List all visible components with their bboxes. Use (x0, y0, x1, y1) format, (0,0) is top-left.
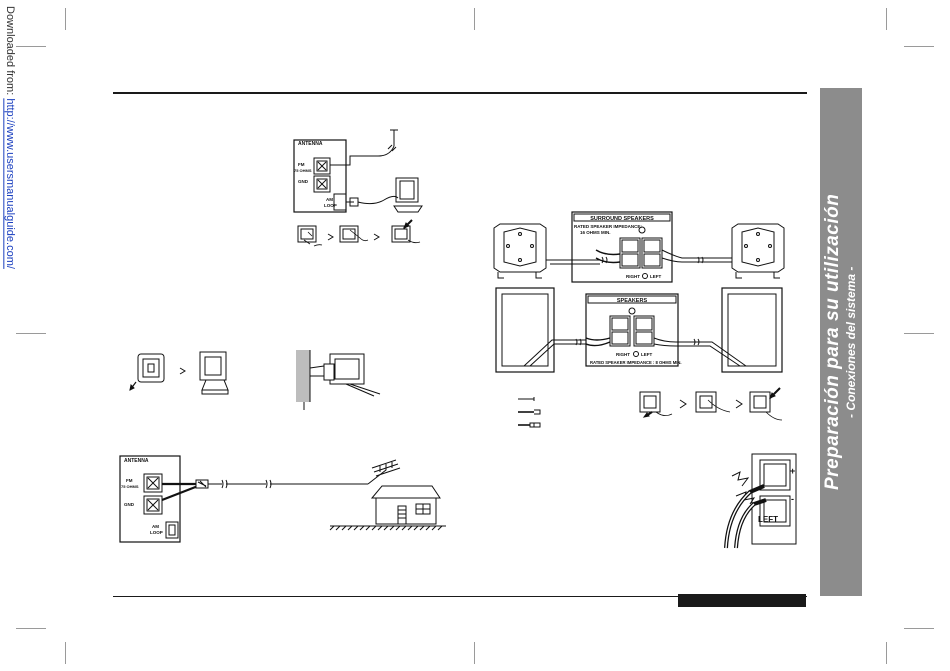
wire-types-legend (518, 397, 541, 428)
crop-mark-top-right (886, 8, 887, 30)
crop-mark-left-bottom (16, 628, 46, 629)
watermark-link[interactable]: http://www.usersmanualguide.com/ (4, 98, 16, 269)
surround-impedance-line2: 16 OHMS MIN. (580, 230, 611, 235)
crop-mark-right-bottom (904, 628, 934, 629)
speakers-impedance: RATED SPEAKER IMPEDANCE : 8 OHMS MIN. (590, 360, 682, 365)
speaker-terminal-steps (639, 387, 783, 421)
section-tab: Preparación para su utilización - Conexi… (820, 88, 862, 596)
fig4-fm-label: FM (126, 478, 133, 483)
crop-mark-right-top (904, 46, 934, 47)
footer-rule (113, 596, 807, 597)
surround-right-label: RIGHT (626, 274, 640, 279)
fig1-fm-label: FM (298, 162, 305, 167)
crop-mark-top-left (65, 8, 66, 30)
crop-mark-top-mid (474, 8, 475, 30)
surround-left-label: LEFT (650, 274, 661, 279)
am-loop-wall-figure (296, 350, 381, 410)
wire-insertion-figure: + - LEFT (724, 453, 797, 549)
speakers-title: SPEAKERS (617, 298, 648, 304)
speaker-connection-figure: SURROUND SPEAKERS RATED SPEAKER IMPEDANC… (493, 211, 785, 373)
crop-mark-bottom-left (65, 642, 66, 664)
fig4-loop-label: LOOP (150, 530, 163, 535)
fig1-loop-label: LOOP (324, 203, 337, 208)
section-subtitle: - Conexiones del sistema - (844, 266, 858, 418)
fig1-am-label: AM (326, 197, 333, 202)
terminal-minus-label: - (791, 494, 794, 504)
fig4-panel-label: ANTENNA (124, 458, 149, 464)
section-title: Preparación para su utilización (822, 193, 843, 491)
surround-speakers-title: SURROUND SPEAKERS (590, 216, 654, 222)
footer-bar (678, 594, 806, 607)
terminal-plus-label: + (790, 466, 795, 476)
crop-mark-bottom-right (886, 642, 887, 664)
outdoor-antenna-figure: ANTENNA FM 75 OHMS GND AM LOOP (119, 455, 446, 543)
surround-impedance-line1: RATED SPEAKER IMPEDANCE: (574, 224, 642, 229)
fig1-gnd-label: GND (298, 179, 309, 184)
fig4-am-label: AM (152, 524, 159, 529)
am-loop-assembly-figure (129, 351, 229, 395)
speakers-right-label: RIGHT (616, 352, 630, 357)
download-watermark: Downloaded from: http://www.usersmanualg… (2, 6, 16, 276)
crop-mark-bottom-mid (474, 642, 475, 664)
header-rule (113, 92, 807, 94)
watermark-prefix: Downloaded from: (4, 6, 16, 99)
fig1-panel-label: ANTENNA (298, 141, 323, 147)
crop-mark-left-mid (16, 333, 46, 334)
fig4-gnd-label: GND (124, 502, 135, 507)
fig1-fm-ohms-label: 75 OHMS (294, 168, 312, 173)
crop-mark-right-mid (904, 333, 934, 334)
terminal-left-label: LEFT (758, 515, 778, 524)
speakers-left-label: LEFT (641, 352, 652, 357)
crop-mark-left-top (16, 46, 46, 47)
fm-am-antenna-figure: ANTENNA FM 75 OHMS GND AM LOOP (293, 129, 423, 247)
fig4-fm-ohms-label: 75 OHMS (121, 484, 139, 489)
